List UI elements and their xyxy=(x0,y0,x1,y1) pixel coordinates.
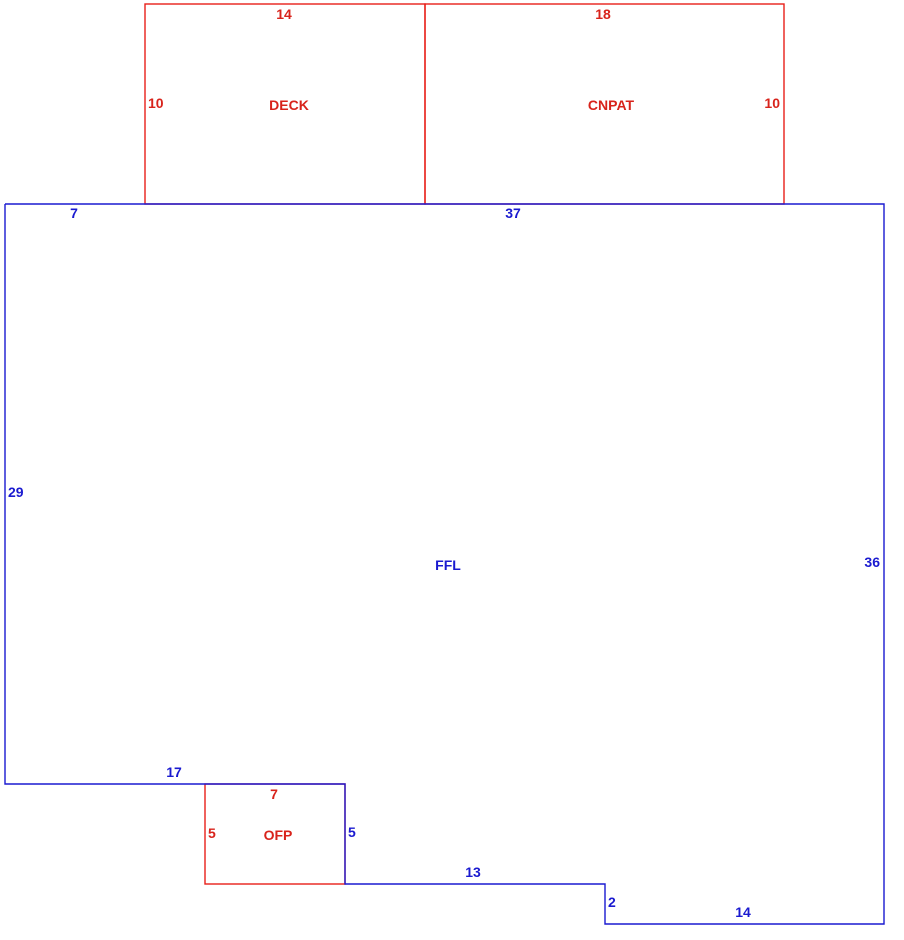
cnpat-label: CNPAT xyxy=(588,97,635,113)
ffl-dim-step: 2 xyxy=(608,894,616,910)
ffl-outline xyxy=(4,203,885,925)
ffl-label: FFL xyxy=(435,557,461,573)
ofp-dim-top: 7 xyxy=(270,786,278,802)
ffl-dim-bottom-mid: 13 xyxy=(465,864,481,880)
ffl-dim-top-left: 7 xyxy=(70,205,78,221)
ffl-dim-bottom-left: 17 xyxy=(166,764,182,780)
ffl-dim-top-right: 37 xyxy=(505,205,521,221)
deck-label: DECK xyxy=(269,97,309,113)
deck-dim-left: 10 xyxy=(148,95,164,111)
ofp-area: OFP 7 5 xyxy=(204,783,346,885)
ffl-area: FFL 7 37 29 36 17 5 13 2 14 xyxy=(4,203,885,925)
ffl-dim-left: 29 xyxy=(8,484,24,500)
ofp-dim-left: 5 xyxy=(208,825,216,841)
cnpat-area: CNPAT 18 10 xyxy=(424,3,785,205)
deck-dim-top: 14 xyxy=(276,6,292,22)
ffl-dim-bottom-right: 14 xyxy=(735,904,751,920)
ffl-dim-ofp-right: 5 xyxy=(348,824,356,840)
cnpat-dim-top: 18 xyxy=(595,6,611,22)
cnpat-dim-right: 10 xyxy=(764,95,780,111)
ffl-dim-right: 36 xyxy=(864,554,880,570)
ofp-label: OFP xyxy=(264,827,293,843)
deck-area: DECK 14 10 xyxy=(144,3,426,205)
